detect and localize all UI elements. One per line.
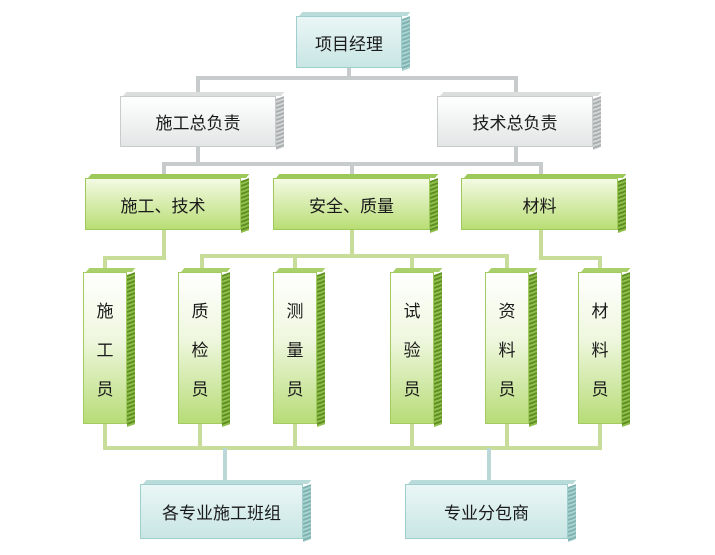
role-char: 质: [191, 301, 209, 322]
role-char: 员: [403, 379, 421, 400]
node-label: 各专业施工班组: [140, 484, 303, 539]
box-side-edge: [317, 272, 325, 427]
node-safety-quality: 安全、质量: [273, 174, 439, 233]
box-side-edge: [568, 484, 576, 542]
role-char: 施: [96, 301, 114, 322]
role-char: 验: [403, 340, 421, 361]
node-construction-lead: 施工总负责: [120, 92, 285, 150]
role-char: 量: [286, 340, 304, 361]
node-technical-lead: 技术总负责: [437, 92, 602, 150]
node-label: 材 料 员: [578, 272, 622, 424]
box-side-edge: [618, 178, 626, 233]
node-materials: 材料: [461, 174, 627, 233]
node-construction-technology: 施工、技术: [85, 174, 250, 233]
node-project-manager: 项目经理: [296, 12, 411, 71]
box-side-edge: [222, 272, 230, 427]
box-side-edge: [529, 272, 537, 427]
node-label: 技术总负责: [437, 96, 593, 147]
node-label: 安全、质量: [273, 178, 430, 230]
role-char: 材: [591, 301, 609, 322]
node-label: 项目经理: [296, 16, 402, 68]
role-char: 员: [96, 379, 114, 400]
node-role-materials-clerk: 材 料 员: [578, 268, 631, 427]
connector-roles-bottom: [103, 424, 602, 450]
box-side-edge: [593, 96, 601, 150]
connector-level3-roles: [103, 230, 602, 272]
node-label: 试 验 员: [390, 272, 434, 424]
node-role-constructor: 施 工 员: [83, 268, 136, 427]
role-char: 员: [191, 379, 209, 400]
box-side-edge: [303, 484, 311, 542]
role-char: 测: [286, 301, 304, 322]
connector-level2-level3: [162, 147, 543, 178]
box-side-edge: [430, 178, 438, 233]
node-label: 施 工 员: [83, 272, 127, 424]
box-side-edge: [402, 16, 410, 71]
role-char: 料: [591, 340, 609, 361]
role-char: 员: [286, 379, 304, 400]
role-char: 员: [591, 379, 609, 400]
node-role-quality-inspector: 质 检 员: [178, 268, 231, 427]
role-char: 料: [498, 340, 516, 361]
node-label: 专业分包商: [405, 484, 568, 539]
node-label: 资 料 员: [485, 272, 529, 424]
box-side-edge: [127, 272, 135, 427]
connector-bottom: [223, 448, 491, 484]
box-side-edge: [241, 178, 249, 233]
node-label: 材料: [461, 178, 618, 230]
role-char: 工: [96, 340, 114, 361]
box-side-edge: [276, 96, 284, 150]
role-char: 检: [191, 340, 209, 361]
node-label: 施工、技术: [85, 178, 241, 230]
connector-root-level2: [196, 68, 518, 96]
node-specialty-crews: 各专业施工班组: [140, 480, 312, 542]
role-char: 员: [498, 379, 516, 400]
node-role-surveyor: 测 量 员: [273, 268, 326, 427]
node-role-documentation: 资 料 员: [485, 268, 538, 427]
box-side-edge: [434, 272, 442, 427]
node-role-tester: 试 验 员: [390, 268, 443, 427]
node-subcontractors: 专业分包商: [405, 480, 577, 542]
node-label: 施工总负责: [120, 96, 276, 147]
role-char: 试: [403, 301, 421, 322]
node-label: 质 检 员: [178, 272, 222, 424]
role-char: 资: [498, 301, 516, 322]
box-side-edge: [622, 272, 630, 427]
node-label: 测 量 员: [273, 272, 317, 424]
